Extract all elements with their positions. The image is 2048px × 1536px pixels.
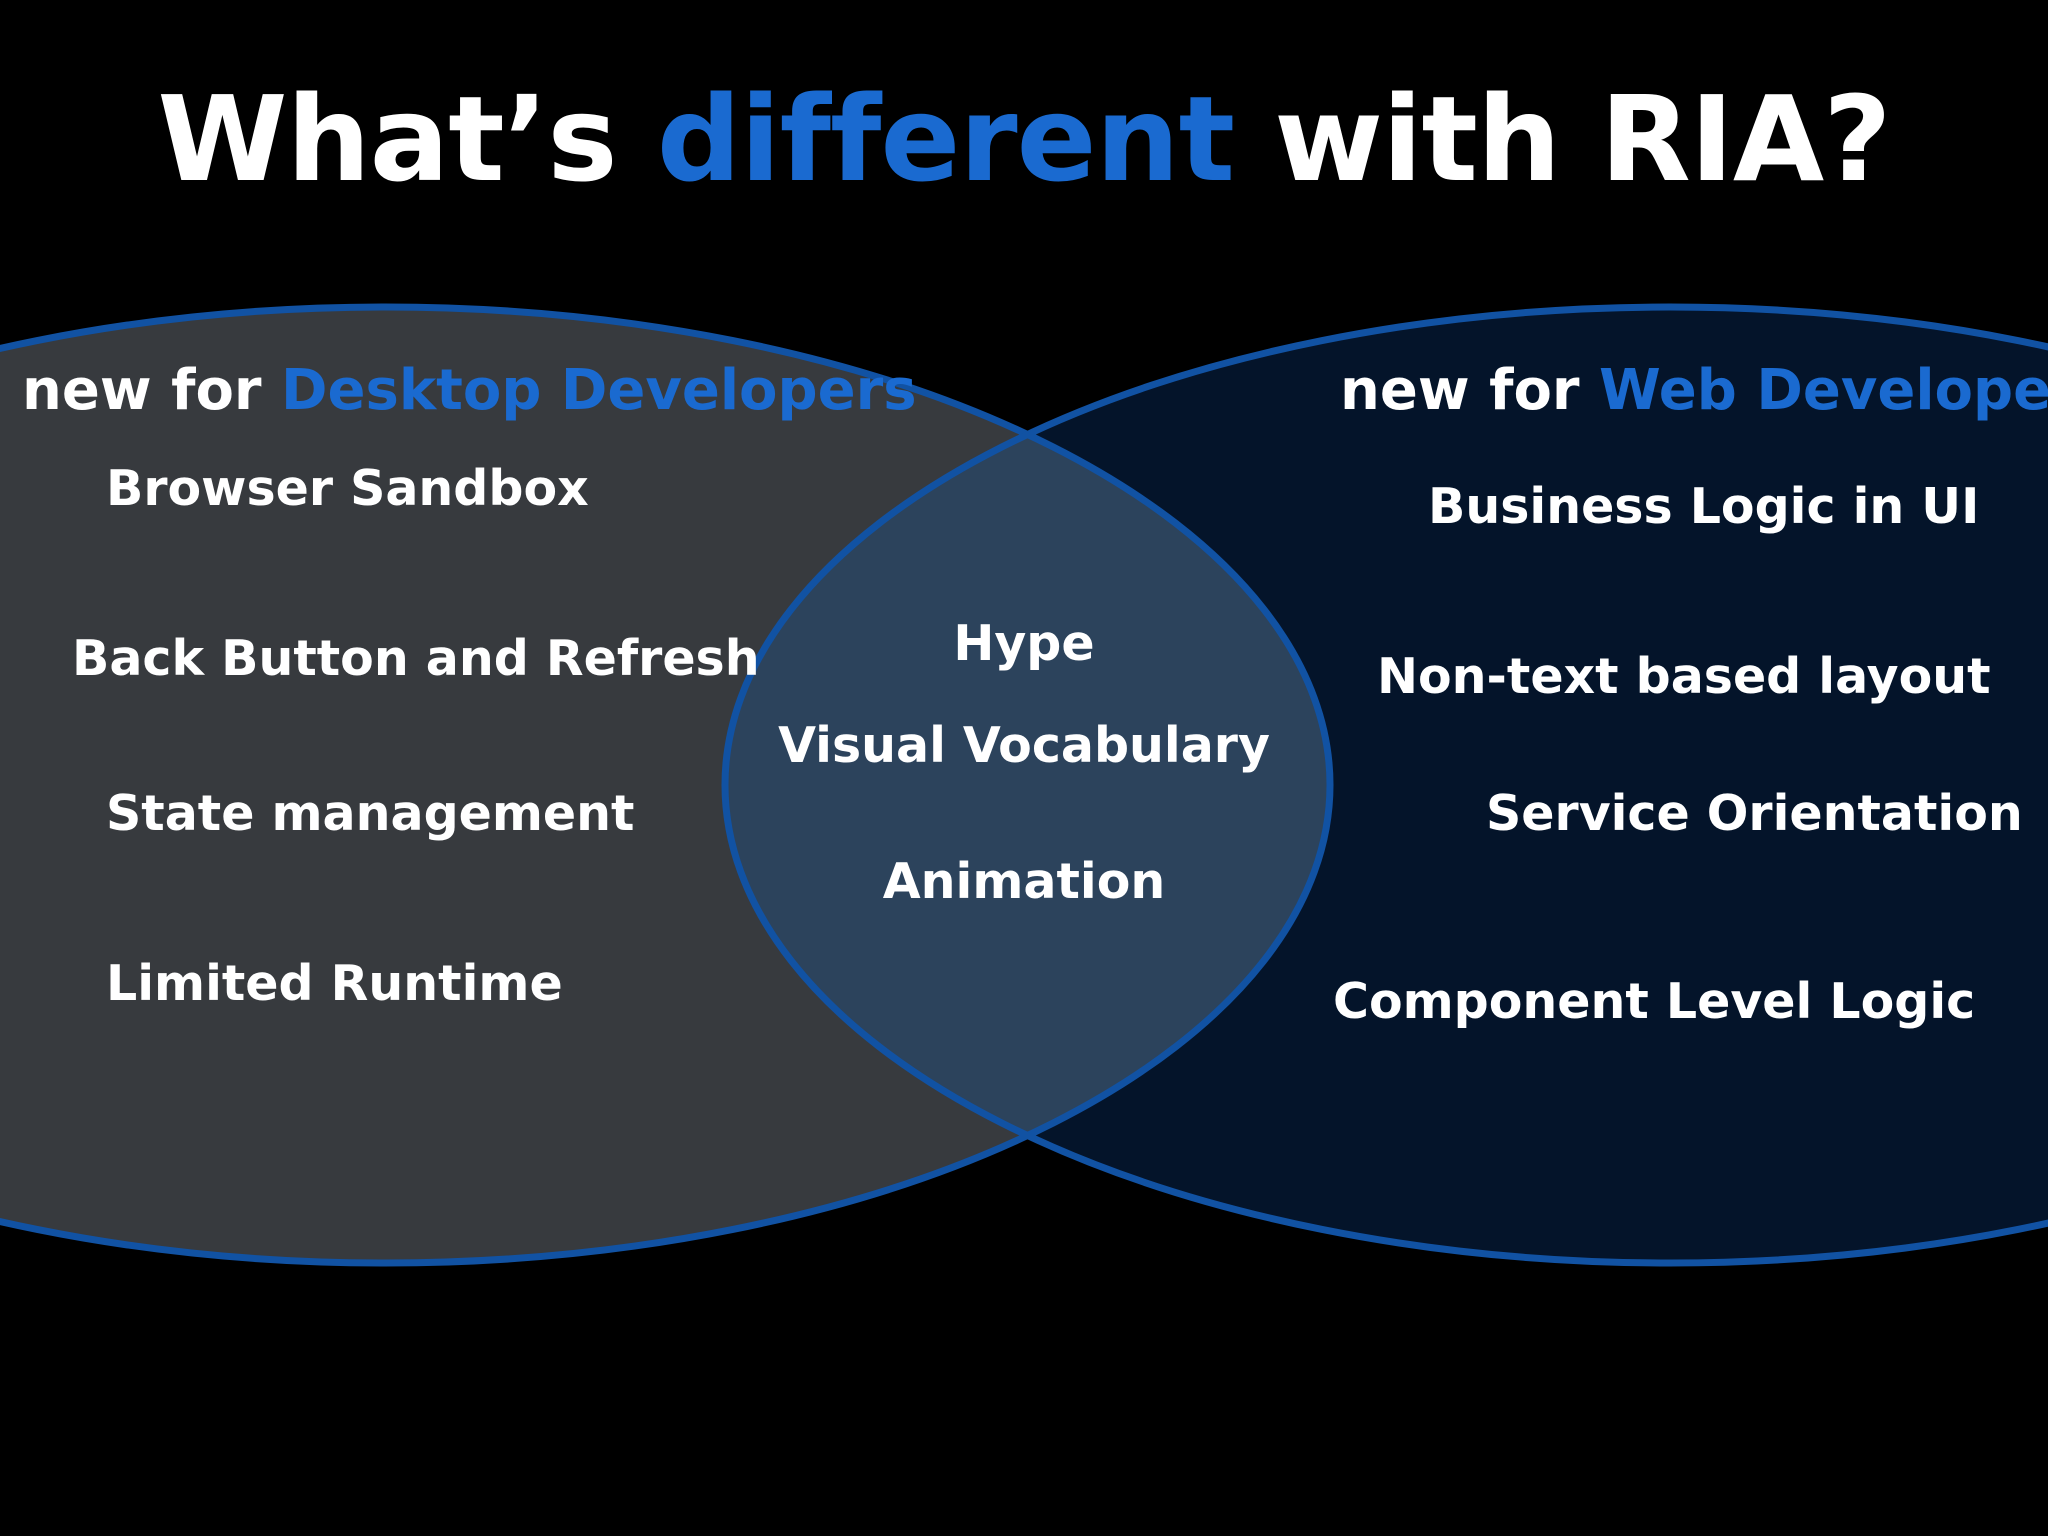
- right-circle-outline: [721, 303, 2048, 1267]
- slide-title: What’s different with RIA?: [0, 70, 2048, 208]
- right-heading: new for Web Developer: [1340, 358, 2048, 423]
- title-part-3: with RIA?: [1234, 70, 1891, 208]
- right-heading-prefix: new for: [1340, 358, 1600, 423]
- right-item: Service Orientation: [1486, 785, 2023, 842]
- overlap-item: Visual Vocabulary: [778, 717, 1270, 774]
- left-item: State management: [106, 785, 635, 842]
- overlap-region: [725, 307, 1330, 1263]
- left-circle-outline: [0, 303, 1334, 1267]
- right-item: Component Level Logic: [1333, 973, 1976, 1030]
- left-item: Limited Runtime: [106, 955, 563, 1012]
- left-item: Back Button and Refresh: [72, 630, 760, 687]
- left-heading-prefix: new for: [22, 358, 282, 423]
- right-item: Non-text based layout: [1377, 648, 1991, 705]
- overlap-item: Hype: [953, 615, 1095, 672]
- left-heading: new for Desktop Developers: [22, 358, 917, 423]
- left-heading-highlight: Desktop Developers: [281, 358, 917, 423]
- right-heading-highlight: Web Developer: [1599, 358, 2048, 423]
- right-item: Business Logic in UI: [1428, 478, 1980, 535]
- title-highlight: different: [656, 70, 1235, 208]
- title-part-1: What’s: [157, 70, 657, 208]
- left-item: Browser Sandbox: [106, 460, 589, 517]
- overlap-item: Animation: [882, 853, 1166, 910]
